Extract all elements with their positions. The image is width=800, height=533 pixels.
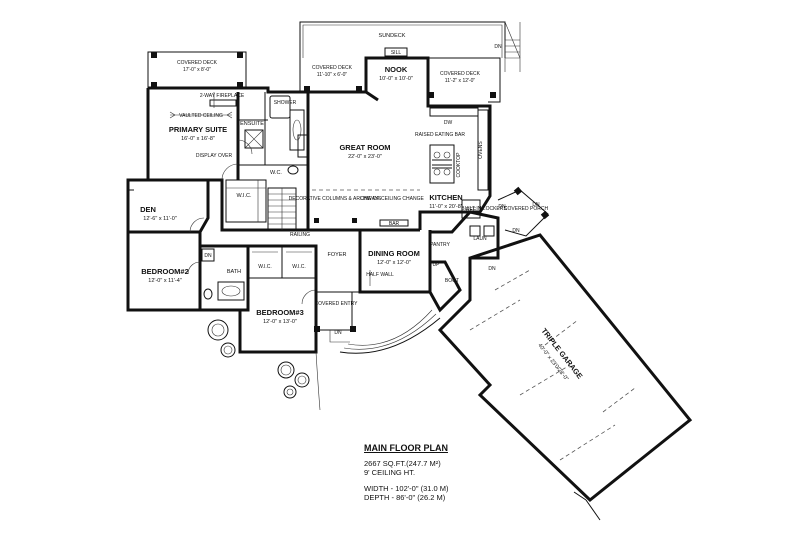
covered-porch: COVERED PORCH DN DN [497, 186, 550, 237]
plan-legend: MAIN FLOOR PLAN 2667 SQ.FT.(247.7 M²) 9'… [364, 443, 514, 502]
railing-label: RAILING [290, 232, 310, 238]
display-niche-label: DISPLAY OVER [196, 153, 233, 159]
great-room-label: GREAT ROOM [339, 143, 390, 152]
covered-deck-left-dim: 17'-0" x 8'-0" [183, 67, 211, 73]
sill [384, 47, 408, 57]
primary-suite-dim: 16'-0" x 16'-8" [181, 136, 215, 142]
legend-area: 2667 SQ.FT.(247.7 M²) [364, 459, 441, 468]
porch-dn-left: DN [498, 204, 506, 210]
legend-ceiling: 9' CEILING HT. [364, 468, 416, 477]
landscape [207, 319, 321, 411]
wic-b3-label: W.I.C. [258, 264, 272, 270]
covered-deck-mid-dim: 11'-10" x 6'-0" [317, 72, 348, 78]
stair: RAILING [267, 187, 310, 238]
cooktop-label: COOKTOP [456, 152, 462, 178]
foyer-label: FOYER [328, 252, 347, 258]
bedroom-3-area: W.I.C. W.I.C. BEDROOM#3 12'-0" x 13'-0" [238, 244, 318, 354]
fireplace-label: 2-WAY FIREPLACE [200, 93, 245, 99]
bath-label: BATH [227, 269, 241, 275]
garage-side-dn: DN [512, 228, 520, 234]
shrub-icon [294, 372, 310, 388]
kitchen-dim: 11'-0" x 20'-8" [429, 204, 462, 210]
legend-title: MAIN FLOOR PLAN [364, 443, 448, 453]
legend-depth: DEPTH - 86'-0" (26.2 M) [364, 493, 446, 502]
nook-dim: 10'-0" x 10'-0" [379, 76, 413, 82]
bedroom3-label: BEDROOM#3 [256, 308, 304, 317]
shrub-icon [220, 342, 236, 358]
ref-label: REF [466, 207, 476, 213]
bedroom3-dim: 12'-0" x 13'-0" [263, 319, 297, 325]
entry-dn-label: DN [334, 330, 342, 336]
pantry-label: PANTRY [430, 242, 450, 248]
raised-bar-label: RAISED EATING BAR [415, 132, 465, 138]
wc-label: W.C. [270, 170, 282, 176]
den-label: DEN [140, 205, 156, 214]
boot-label: BOOT [445, 278, 459, 284]
sundeck-stairs [504, 22, 521, 72]
legend-width: WIDTH - 102'-0" (31.0 M) [364, 484, 449, 493]
mudroom: PANTRY UP BOOT BUILT IN LOCKERS LAUN DN [428, 206, 507, 313]
shrub-icon [283, 385, 297, 399]
vaulted-ceiling-label: VAULTED CEILING [179, 113, 223, 119]
den-dim: 12'-6" x 11'-0" [143, 216, 176, 222]
foyer-entry: FOYER COVERED ENTRY DN [314, 246, 441, 354]
sundeck-label: SUNDECK [379, 33, 406, 39]
stair-down-label: DN [494, 44, 502, 50]
dining-room: DINING ROOM 12'-0" x 12'-0" HALF WALL [358, 230, 432, 294]
bar-label: BAR [389, 221, 400, 227]
covered-deck-right-dim: 11'-2" x 12'-0" [445, 78, 476, 84]
wic-b2-label: DN [204, 253, 212, 259]
covered-porch-label: COVERED PORCH [504, 206, 549, 212]
kitchen: DW RAISED EATING BAR COOKTOP OVENS KITCH… [415, 98, 492, 230]
wic-b3b-label: W.I.C. [292, 264, 306, 270]
great-room: COVERED DECK 11'-10" x 6'-0" GREAT ROOM … [289, 58, 424, 232]
bedroom-2-area: BEDROOM#2 12'-0" x 11'-4" DN BATH [126, 232, 250, 312]
dining-room-label: DINING ROOM [368, 249, 420, 258]
shrub-icon [277, 361, 295, 379]
ensuite-label: ENSUITE [240, 121, 264, 127]
garage-dn-label: DN [488, 266, 496, 272]
bedroom2-label: BEDROOM#2 [141, 267, 189, 276]
wic-primary-label: W.I.C. [237, 193, 252, 199]
primary-suite-label: PRIMARY SUITE [169, 125, 227, 134]
covered-deck-right: COVERED DECK 11'-2" x 12'-0" [428, 57, 501, 103]
den: DEN 12'-6" x 11'-0" [126, 178, 210, 234]
great-room-dim: 22'-0" x 23'-0" [348, 154, 382, 160]
primary-wing: COVERED DECK 17'-0" x 8'-0" ENSUITE SHOW… [146, 51, 310, 232]
half-wall-label: HALF WALL [366, 272, 394, 278]
lockers-label: BUILT IN LOCKERS [461, 206, 507, 212]
cooktop-icon [432, 151, 452, 176]
covered-deck-left-label: COVERED DECK [177, 60, 218, 66]
laun-label: LAUN [473, 236, 487, 242]
nook: NOOK 10'-0" x 10'-0" [364, 56, 430, 102]
dw-label: DW [444, 120, 453, 126]
line-of-ceiling-label: LINE OF CEILING CHANGE [360, 196, 424, 202]
nook-label: NOOK [385, 65, 408, 74]
bedroom2-dim: 12'-0" x 11'-4" [148, 278, 181, 284]
dining-room-dim: 12'-0" x 12'-0" [377, 260, 411, 266]
kitchen-label: KITCHEN [429, 193, 462, 202]
ovens-label: OVENS [478, 141, 484, 159]
porch-dn-right: DN [532, 202, 540, 208]
covered-entry-label: COVERED ENTRY [315, 301, 359, 307]
up-label: UP [433, 262, 441, 268]
covered-deck-right-label: COVERED DECK [440, 71, 481, 77]
sill-label: SILL [391, 50, 402, 56]
decorative-columns-label: DECORATIVE COLUMNS & ARCHWAYS [289, 196, 382, 202]
shrub-icon [207, 319, 229, 341]
covered-deck-mid-label: COVERED DECK [312, 65, 353, 71]
sundeck: SUNDECK SILL DN [299, 21, 521, 72]
shower-label: SHOWER [274, 100, 297, 106]
